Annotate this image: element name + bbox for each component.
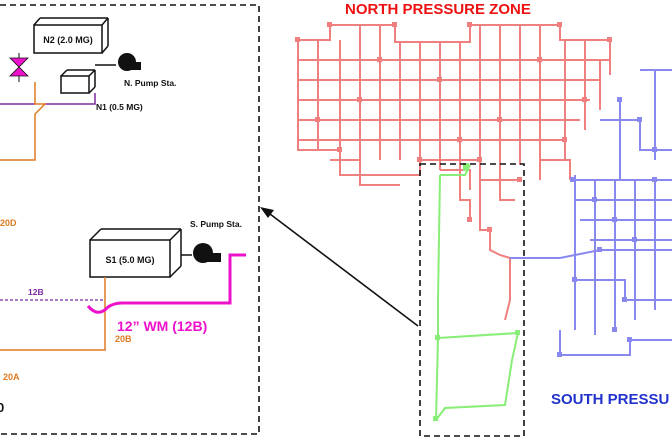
edge-glyph: 0 [0,400,4,415]
pressure-zone-map: NORTH PRESSURE ZONE [295,1,672,437]
tank-s1-top [89,228,102,241]
valve-icon [9,57,29,77]
south-pump-outlet [203,253,221,262]
north-network-spur [459,175,515,321]
orange-pipe-north [0,82,47,161]
pipe-20d-label: 20D [0,218,17,228]
pipe-20a-label: 20A [3,372,20,382]
tank-s1-top [169,228,182,241]
tank-n1-label: N1 (0.5 MG) [96,102,143,112]
pipe-20b-label: 20B [115,334,132,344]
highlight-network [435,164,520,421]
magenta-water-main [86,253,246,314]
south-pump-label: S. Pump Sta. [190,219,242,229]
tank-s1-label: S1 (5.0 MG) [105,255,154,265]
orange-pipe-south [0,277,106,351]
south-zone-label: SOUTH PRESSU [551,391,669,408]
water-main-label: 12” WM (12B) [117,318,207,334]
tank-n1 [60,75,90,94]
tank-n2 [33,24,103,54]
tank-n2-side [101,45,109,54]
highlight-network-nodes [433,163,520,421]
pipe-12b-label: 12B [28,287,44,297]
north-network [297,24,611,190]
north-pump-outlet [127,62,141,70]
purple-pipe-n1 [0,93,96,105]
schematic-inset: N2 (2.0 MG) N. Pump Sta. N1 (0.5 MG) 20D… [0,4,260,435]
tank-n2-top [33,17,41,26]
tank-n2-label: N2 (2.0 MG) [43,35,93,45]
highlight-box [419,163,525,437]
tank-n1-top [60,69,68,77]
tank-s1-side [169,265,182,278]
north-network-nodes [295,22,612,232]
tank-s1 [89,239,171,278]
north-pump-label: N. Pump Sta. [124,78,176,88]
south-network [510,69,672,356]
callout-arrow-line [269,213,419,327]
south-network-nodes [557,97,657,357]
callout-arrowhead [260,207,274,218]
tank-n1-top [88,69,96,77]
inset-border [0,4,260,435]
tank-n1-side [88,86,96,94]
north-zone-label: NORTH PRESSURE ZONE [345,1,531,18]
tank-n2-top [101,17,109,26]
